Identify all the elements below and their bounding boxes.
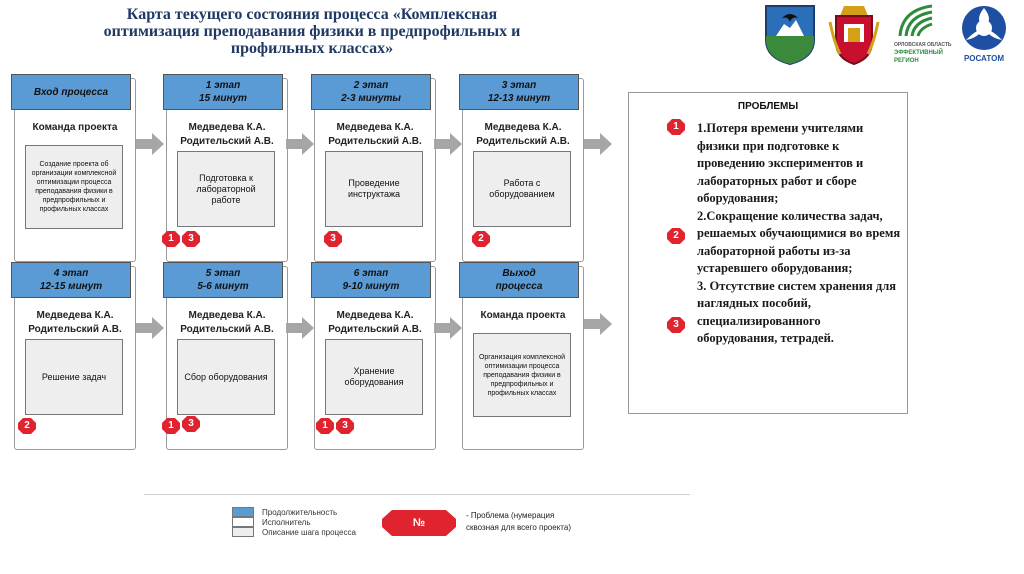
card-header-line1: 5 этап (205, 268, 241, 279)
card-description: Сбор оборудования (177, 339, 275, 415)
flow-arrow-icon (584, 313, 612, 335)
card-header-line1: 1 этап (205, 80, 241, 91)
legend-problem-badge: № (382, 510, 456, 536)
card-header-line2: 5-6 минут (197, 281, 249, 292)
card-header-line1: Вход процесса (33, 86, 109, 98)
legend-duration-swatch (232, 507, 254, 517)
problem-badge: 1 (162, 418, 180, 434)
region-logo-text-3: РЕГИОН (894, 58, 919, 64)
problem-badge: 2 (472, 231, 490, 247)
card-performer: Команда проекта (32, 122, 118, 133)
card-header-line2: 15 минут (199, 93, 247, 104)
problems-list: 1.Потеря времени учителями физики при по… (697, 120, 902, 348)
stage-6-card: 6 этап 9-10 минут Медведева К.А. Родител… (311, 262, 436, 450)
card-performer: Медведева К.А. Родительский А.В. (476, 122, 570, 147)
flow-arrow-icon (434, 317, 462, 339)
card-performer: Медведева К.А. Родительский А.В. (180, 310, 274, 335)
problem-badge: 1 (316, 418, 334, 434)
card-header-line1: 3 этап (501, 80, 537, 91)
legend-description-label: Описание шага процесса (262, 528, 356, 537)
card-header-line1: 6 этап (353, 268, 389, 279)
problem-badge: 3 (182, 416, 200, 432)
flow-arrow-icon (136, 317, 164, 339)
card-description: Организация комплексной оптимизации проц… (473, 333, 571, 417)
process-input-card: Вход процесса Команда проекта Создание п… (11, 74, 136, 262)
card-description: Работа с оборудованием (473, 151, 571, 227)
card-header: 3 этап 12-13 минут (459, 74, 579, 110)
page-title: Карта текущего состояния процесса «Компл… (103, 6, 521, 57)
city-coat-of-arms-logo (762, 2, 818, 66)
legend-description-swatch (232, 527, 254, 537)
card-performer: Медведева К.А. Родительский А.В. (180, 122, 274, 147)
flow-arrow-icon (434, 133, 462, 155)
card-performer: Команда проекта (480, 310, 566, 321)
legend-performer-swatch (232, 517, 254, 527)
card-performer: Медведева К.А. Родительский А.В. (328, 122, 422, 147)
card-performer: Медведева К.А. Родительский А.В. (28, 310, 122, 335)
card-header-line2: 9-10 минут (342, 281, 400, 292)
card-performer: Медведева К.А. Родительский А.В. (328, 310, 422, 335)
flow-arrow-icon (136, 133, 164, 155)
card-header-line2: 12-15 минут (39, 281, 103, 292)
flow-arrow-icon (584, 133, 612, 155)
card-description: Решение задач (25, 339, 123, 415)
card-header-line1: 2 этап (353, 80, 389, 91)
card-header-line2: процесса (495, 281, 543, 292)
card-description: Проведение инструктажа (325, 151, 423, 227)
card-description: Создание проекта об организации комплекс… (25, 145, 123, 229)
problem-badge: 3 (336, 418, 354, 434)
card-header: 2 этап 2-3 минуты (311, 74, 431, 110)
card-header: 4 этап 12-15 минут (11, 262, 131, 298)
legend-note-line2: сквозная для всего проекта) (466, 523, 571, 532)
process-output-card: Выход процесса Команда проекта Организац… (459, 262, 584, 450)
stage-4-card: 4 этап 12-15 минут Медведева К.А. Родите… (11, 262, 136, 450)
flow-arrow-icon (286, 317, 314, 339)
problem-badge: 3 (324, 231, 342, 247)
card-header: Выход процесса (459, 262, 579, 298)
legend-note-line1: - Проблема (нумерация (466, 511, 555, 520)
card-header-line2: 2-3 минуты (341, 93, 401, 104)
card-description: Хранение оборудования (325, 339, 423, 415)
card-header: 6 этап 9-10 минут (311, 262, 431, 298)
region-logo-text-1: ОРЛОВСКАЯ ОБЛАСТЬ (894, 42, 952, 48)
problem-badge: 1 (162, 231, 180, 247)
card-header-line2: 12-13 минут (487, 93, 551, 104)
rosatom-logo-text: РОСАТОМ (964, 54, 1004, 63)
legend-duration-label: Продолжительность (262, 508, 338, 517)
problem-badge: 3 (182, 231, 200, 247)
legend-divider (144, 494, 690, 495)
legend-performer-label: Исполнитель (262, 518, 311, 527)
stage-1-card: 1 этап 15 минут Медведева К.А. Родительс… (163, 74, 288, 262)
card-header: 5 этап 5-6 минут (163, 262, 283, 298)
stage-2-card: 2 этап 2-3 минуты Медведева К.А. Родител… (311, 74, 436, 262)
problem-badge: 1 (667, 119, 685, 135)
problem-badge: 3 (667, 317, 685, 333)
problems-title: ПРОБЛЕМЫ (737, 101, 799, 112)
region-coat-of-arms-logo (828, 2, 880, 66)
problems-panel: ПРОБЛЕМЫ 1.Потеря времени учителями физи… (628, 92, 908, 414)
card-header: 1 этап 15 минут (163, 74, 283, 110)
problem-item: 3. Отсутствие систем хранения для нагляд… (697, 278, 896, 346)
problem-badge: 2 (18, 418, 36, 434)
effective-region-logo: ОРЛОВСКАЯ ОБЛАСТЬ ЭФФЕКТИВНЫЙ РЕГИОН (892, 2, 951, 66)
card-header-line1: Выход (502, 268, 536, 279)
rosatom-logo: РОСАТОМ (954, 2, 1014, 66)
card-header: Вход процесса (11, 74, 131, 110)
problem-badge: 2 (667, 228, 685, 244)
problem-item: 1.Потеря времени учителями физики при по… (697, 121, 864, 205)
region-logo-text-2: ЭФФЕКТИВНЫЙ (894, 50, 943, 56)
card-header-line1: 4 этап (53, 268, 89, 279)
problem-item: 2.Сокращение количества задач, решаемых … (697, 208, 901, 276)
stage-3-card: 3 этап 12-13 минут Медведева К.А. Родите… (459, 74, 584, 262)
legend-problem-note: - Проблема (нумерация сквозная для всего… (466, 510, 571, 534)
flow-arrow-icon (286, 133, 314, 155)
card-description: Подготовка к лабораторной работе (177, 151, 275, 227)
